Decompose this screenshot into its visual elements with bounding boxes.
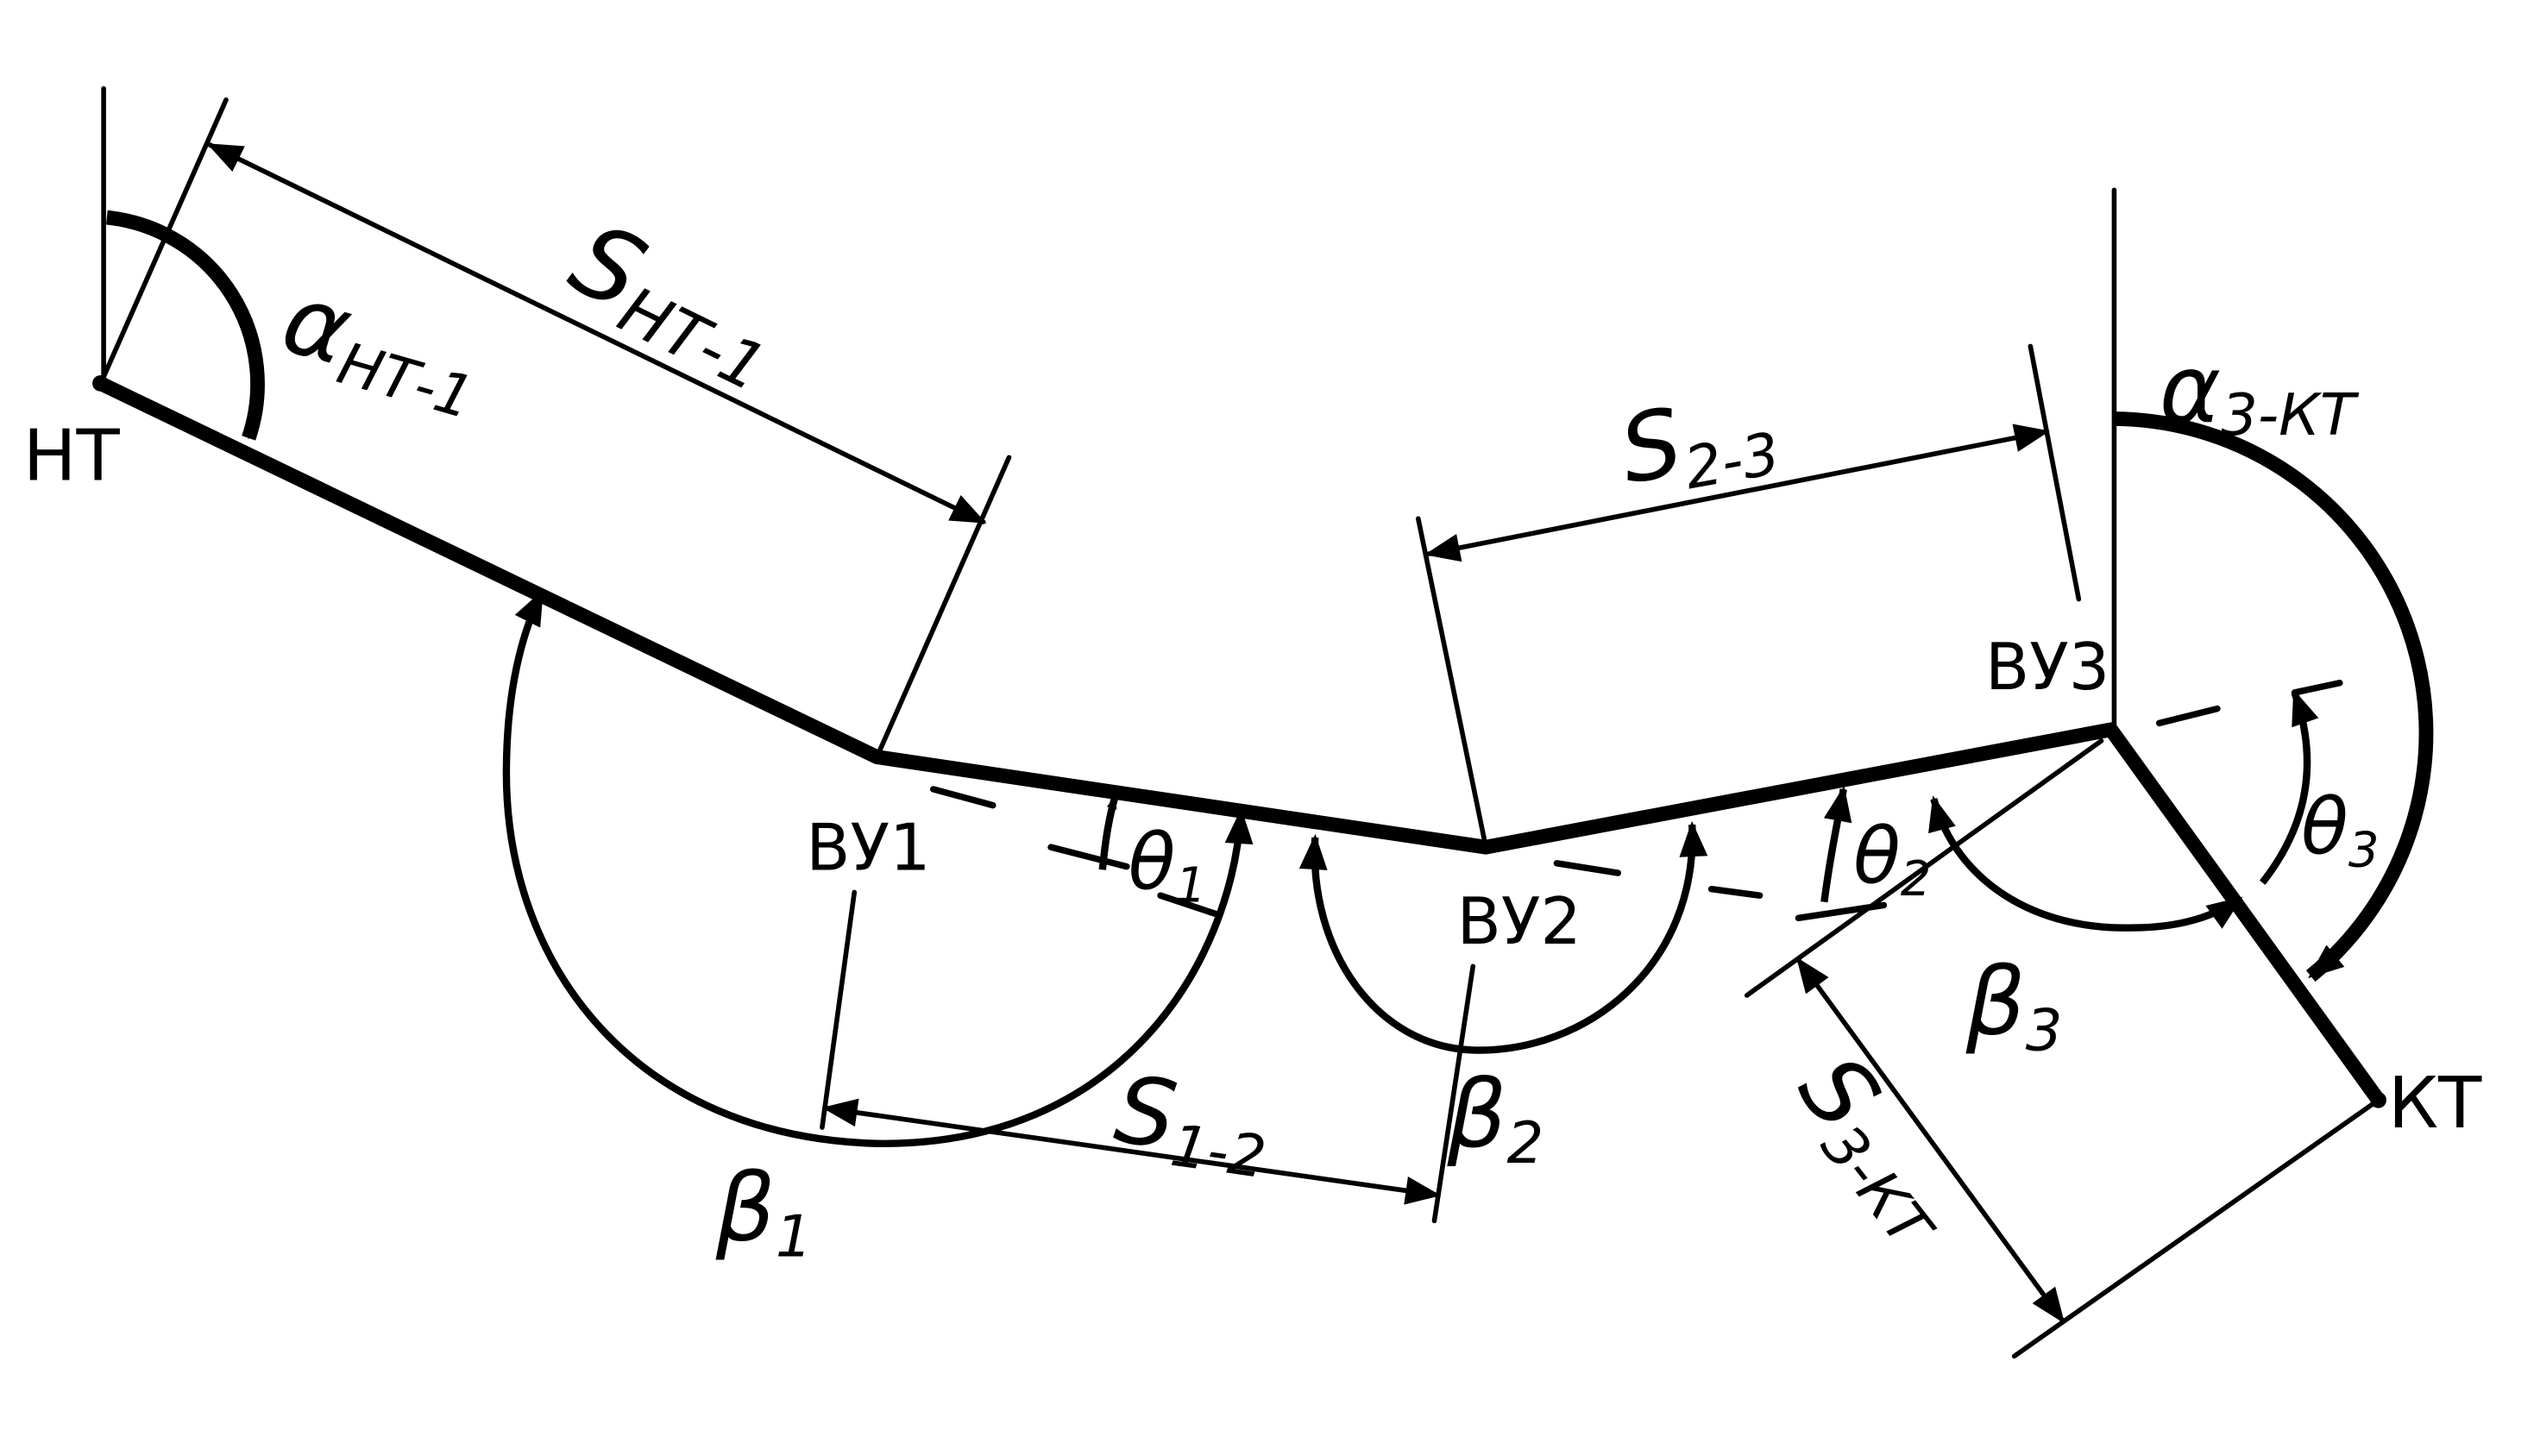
prolongation-vu3 [2155, 705, 2221, 727]
label-beta-3: β3 [1965, 947, 2063, 1064]
theta-2-symbol: θ [1853, 812, 1901, 901]
prolongation-vu1-b [1047, 844, 1130, 870]
alpha-end-sub: 3-КТ [2221, 381, 2360, 449]
ext-line-vu2-c [1415, 516, 1489, 850]
label-start-point: НТ [23, 415, 121, 497]
ext-line-vu3-c [2028, 343, 2082, 602]
s-start-1-sub: НТ-1 [607, 273, 777, 406]
label-end-point: КТ [2388, 1063, 2482, 1145]
ext-line-end-d [2011, 1097, 2381, 1359]
label-turn-2: ВУ2 [1457, 884, 1581, 959]
beta-2-sub: 2 [1507, 1109, 1544, 1177]
beta-1-sub: 1 [776, 1202, 813, 1270]
prolongation-vu3-b [2291, 679, 2343, 696]
label-theta-2: θ2 [1853, 812, 1931, 907]
arc-theta-3 [2259, 689, 2319, 885]
dim-line-s-1-2 [821, 1098, 1442, 1205]
label-turn-1: ВУ1 [806, 810, 930, 885]
beta-2-symbol: β [1446, 1059, 1506, 1169]
theta-3-symbol: θ [2301, 783, 2348, 873]
traverse-line [92, 376, 2386, 1108]
beta-3-symbol: β [1965, 947, 2026, 1057]
label-s-1-2: S1-2 [1108, 1054, 1277, 1191]
label-alpha-end: α3-КТ [2160, 335, 2360, 449]
theta-3-sub: 3 [2348, 823, 2380, 879]
theta-1-sub: 1 [1176, 858, 1207, 914]
arc-beta-1 [502, 589, 1254, 1147]
arc-beta-3 [1928, 795, 2243, 932]
label-s-start-1: SНТ-1 [550, 201, 798, 406]
label-theta-3: θ3 [2301, 783, 2379, 879]
arc-theta-1 [1098, 794, 1119, 870]
arc-beta-2 [1298, 820, 1708, 1054]
beta-1-symbol: β [715, 1153, 776, 1263]
prolongation-vu2-c [1795, 901, 1888, 922]
dim-line-s-3-end [1795, 957, 2065, 1324]
theta-1-symbol: θ [1129, 819, 1176, 908]
label-turn-3: ВУ3 [1985, 630, 2109, 705]
theta-2-sub: 2 [1901, 851, 1932, 907]
ext-line-vu1-b [820, 889, 858, 1130]
prolongation-vu2-b [1707, 885, 1764, 899]
label-alpha-start: αНТ-1 [269, 262, 494, 431]
arc-alpha-end [2114, 411, 2434, 982]
s-2-3-sub: 2-3 [1680, 420, 1785, 503]
label-s-3-end: S3-КТ [1771, 1035, 1985, 1263]
dim-line-s-2-3 [1424, 424, 2051, 562]
ext-line-vu3-d [1744, 738, 2104, 998]
alpha-start-sub: НТ-1 [330, 329, 481, 432]
label-s-2-3: S2-3 [1613, 371, 1784, 513]
arc-theta-2 [1820, 785, 1852, 903]
prolongation-vu1 [930, 786, 997, 809]
prolongation-vu1-c [1157, 892, 1222, 919]
beta-3-sub: 3 [2026, 996, 2063, 1064]
label-theta-1: θ1 [1129, 819, 1206, 914]
arc-alpha-start [105, 210, 265, 441]
prolongation-vu2 [1553, 860, 1622, 876]
dim-line-s-start-1 [206, 142, 987, 524]
alpha-end-symbol: α [2160, 335, 2221, 444]
label-beta-2: β2 [1446, 1059, 1543, 1177]
s-2-3-symbol: S [1613, 387, 1690, 505]
s-1-2-sub: 1-2 [1166, 1112, 1270, 1192]
label-beta-1: β1 [715, 1153, 813, 1271]
